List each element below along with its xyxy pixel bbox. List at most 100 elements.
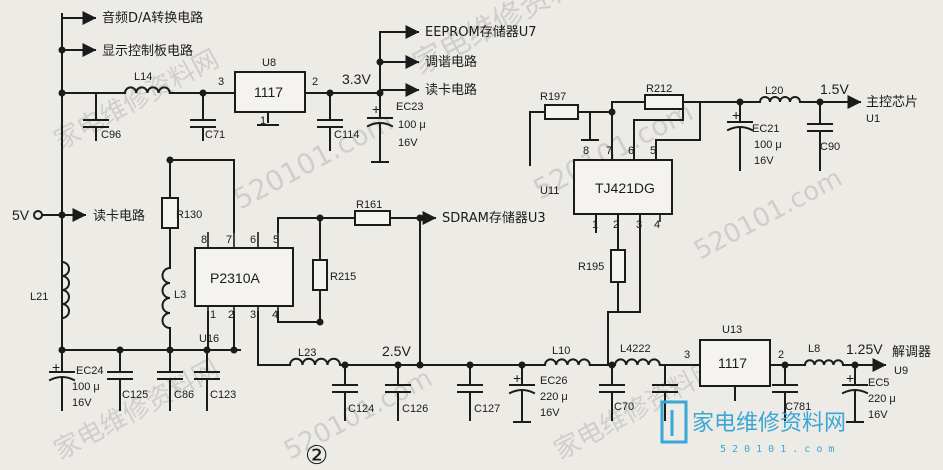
svg-text:3: 3 [684,349,690,361]
labels: 音频D/A转换电路 显示控制板电路 读卡电路 5V EEPROM存储器U7 调谐… [12,10,931,421]
svg-text:R215: R215 [330,271,356,283]
svg-text:C86: C86 [174,389,194,401]
svg-text:C126: C126 [402,403,428,415]
svg-text:EEPROM存储器U7: EEPROM存储器U7 [425,25,537,40]
svg-text:C127: C127 [474,403,500,415]
svg-text:L23: L23 [298,347,316,359]
svg-text:读卡电路: 读卡电路 [425,82,477,98]
resistor-r212 [644,94,684,110]
resistor-r197 [544,104,579,120]
svg-text:家电维修资料网: 家电维修资料网 [49,44,224,156]
svg-text:2.5V: 2.5V [382,343,411,359]
svg-text:6: 6 [628,145,634,157]
svg-text:C781: C781 [785,401,811,413]
junctions [58,46,859,369]
input-terminal [33,210,43,220]
svg-text:1117: 1117 [718,355,747,371]
svg-text:8: 8 [201,234,207,246]
svg-text:3: 3 [218,76,224,88]
svg-text:C124: C124 [348,403,374,415]
svg-text:R130: R130 [176,209,202,221]
svg-text:TJ421DG: TJ421DG [595,180,655,196]
svg-text:显示控制板电路: 显示控制板电路 [102,43,193,59]
svg-text:C70: C70 [614,401,634,413]
svg-text:16V: 16V [398,137,418,149]
svg-text:100 μ: 100 μ [754,139,782,151]
svg-text:4: 4 [272,309,278,321]
svg-text:16V: 16V [868,409,888,421]
svg-text:R161: R161 [356,199,382,211]
svg-text:100 μ: 100 μ [398,119,426,131]
svg-text:16V: 16V [540,407,560,419]
svg-text:L21: L21 [30,291,48,303]
svg-text:4: 4 [654,219,660,231]
svg-text:EC24: EC24 [76,365,104,377]
svg-text:C114: C114 [334,129,359,141]
svg-text:U13: U13 [722,324,742,336]
svg-text:2: 2 [312,76,318,88]
svg-text:520101.com: 520101.com [689,163,847,266]
svg-text:音频D/A转换电路: 音频D/A转换电路 [102,10,203,26]
ic-u11: TJ421DG 8 7 6 5 1 2 3 4 U11 [540,145,673,231]
svg-text:16V: 16V [72,397,92,409]
svg-text:U1: U1 [866,113,880,125]
svg-text:R197: R197 [540,91,566,103]
svg-text:L20: L20 [765,85,783,97]
svg-text:6: 6 [250,234,256,246]
resistor-r195 [610,249,626,283]
svg-text:EC23: EC23 [396,101,424,113]
svg-text:1: 1 [260,115,266,127]
svg-text:1.25V: 1.25V [846,341,883,357]
svg-text:L8: L8 [808,343,820,355]
svg-text:U9: U9 [894,365,908,377]
svg-text:读卡电路: 读卡电路 [93,208,145,224]
svg-text:C96: C96 [101,129,121,141]
figure-number: ② [305,441,328,470]
svg-text:1: 1 [210,309,216,321]
svg-text:2: 2 [778,349,784,361]
svg-text:1117: 1117 [254,84,283,100]
svg-text:C71: C71 [205,129,225,141]
svg-text:+: + [52,359,60,375]
resistor-r161 [354,210,391,226]
svg-text:5: 5 [273,234,279,246]
ic-u8: 1117 U8 3 2 1 [218,57,318,127]
svg-text:U8: U8 [262,57,276,69]
svg-text:EC21: EC21 [752,123,780,135]
svg-text:L3: L3 [174,289,186,301]
svg-text:8: 8 [583,145,589,157]
svg-text:2: 2 [228,309,234,321]
svg-text:3: 3 [250,309,256,321]
ic-u16: P2310A 8 7 6 5 1 2 3 4 U16 [194,232,294,345]
svg-text:220 μ: 220 μ [540,391,568,403]
svg-text:100 μ: 100 μ [72,381,100,393]
svg-text:R195: R195 [578,261,604,273]
svg-text:3: 3 [636,219,642,231]
svg-text:C125: C125 [122,389,148,401]
svg-text:P2310A: P2310A [210,270,260,286]
svg-text:家电维修资料网: 家电维修资料网 [692,411,846,436]
svg-text:C90: C90 [820,141,840,153]
ic-u13: 1117 U13 3 2 [684,324,784,401]
resistor-symbols [161,94,684,291]
svg-text:+: + [732,107,740,123]
svg-text:L4222: L4222 [620,343,651,355]
svg-text:+: + [513,370,521,386]
inductor-symbols [60,86,845,367]
svg-text:220 μ: 220 μ [868,393,896,405]
svg-text:5V: 5V [12,207,30,223]
svg-text:7: 7 [226,234,232,246]
svg-text:3.3V: 3.3V [342,71,371,87]
svg-text:7: 7 [606,145,612,157]
svg-text:解调器: 解调器 [892,345,931,360]
svg-text:U16: U16 [199,333,219,345]
svg-text:1: 1 [592,219,598,231]
svg-text:C123: C123 [210,389,236,401]
svg-text:5 2 0 1 0 1 . c o m: 5 2 0 1 0 1 . c o m [720,444,834,455]
svg-text:16V: 16V [754,155,774,167]
svg-text:调谐电路: 调谐电路 [425,54,477,70]
svg-text:L14: L14 [134,71,152,83]
svg-text:主控芯片: 主控芯片 [866,95,918,110]
